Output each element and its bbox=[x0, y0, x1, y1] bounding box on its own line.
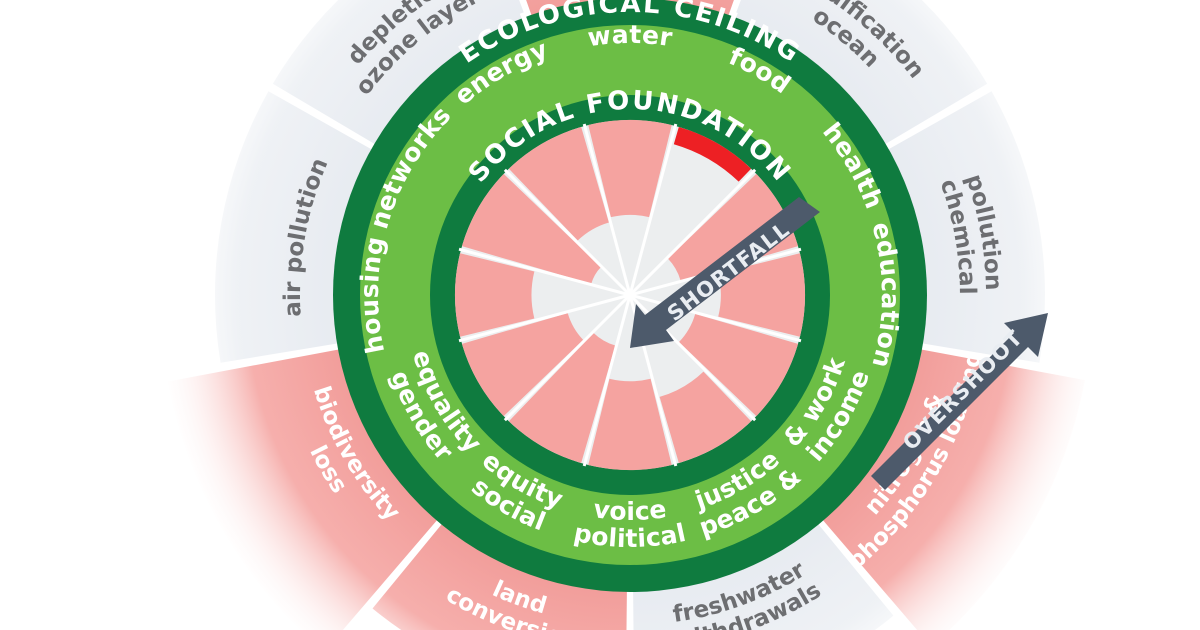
social-spoke bbox=[503, 293, 632, 422]
social-spoke bbox=[458, 247, 631, 297]
social-spoke bbox=[582, 294, 632, 467]
shortfall-wedge bbox=[508, 126, 609, 241]
shortfall-wedge bbox=[461, 173, 601, 284]
eco-wedge-divider bbox=[166, 345, 338, 379]
shortfall-wedge bbox=[679, 313, 799, 417]
eco-wedge bbox=[633, 521, 894, 630]
shortfall-wedge bbox=[588, 119, 672, 218]
social-foundation-shortfall-wedges bbox=[455, 119, 805, 470]
shortfall-wedge bbox=[455, 253, 535, 337]
social-spoke bbox=[628, 168, 757, 297]
shortfall-wedge bbox=[588, 378, 672, 470]
shortfall-wedge-critical bbox=[673, 126, 752, 182]
eco-wedge bbox=[272, 0, 527, 146]
social-foundation-label: voice bbox=[592, 494, 669, 526]
eco-wedge bbox=[820, 348, 1085, 630]
shortfall-wedge bbox=[718, 253, 805, 337]
social-spoke bbox=[628, 123, 678, 296]
shortfall-wedge bbox=[636, 144, 739, 280]
shortfall-wedge bbox=[461, 313, 584, 417]
social-spoke bbox=[458, 293, 631, 343]
eco-wedge-divider bbox=[346, 521, 441, 630]
eco-wedge bbox=[168, 348, 440, 630]
social-spoke bbox=[629, 293, 802, 343]
eco-wedge-divider bbox=[886, 58, 1038, 148]
shortfall-wedge bbox=[508, 332, 616, 464]
social-spoke bbox=[503, 168, 632, 297]
social-spoke bbox=[582, 123, 632, 296]
eco-wedge bbox=[733, 0, 988, 146]
social-foundation-spokes bbox=[458, 123, 802, 467]
eco-wedge-divider bbox=[819, 521, 914, 630]
eco-wedge-divider bbox=[222, 58, 374, 148]
shortfall-wedge bbox=[659, 371, 752, 464]
eco-wedge bbox=[372, 521, 627, 630]
